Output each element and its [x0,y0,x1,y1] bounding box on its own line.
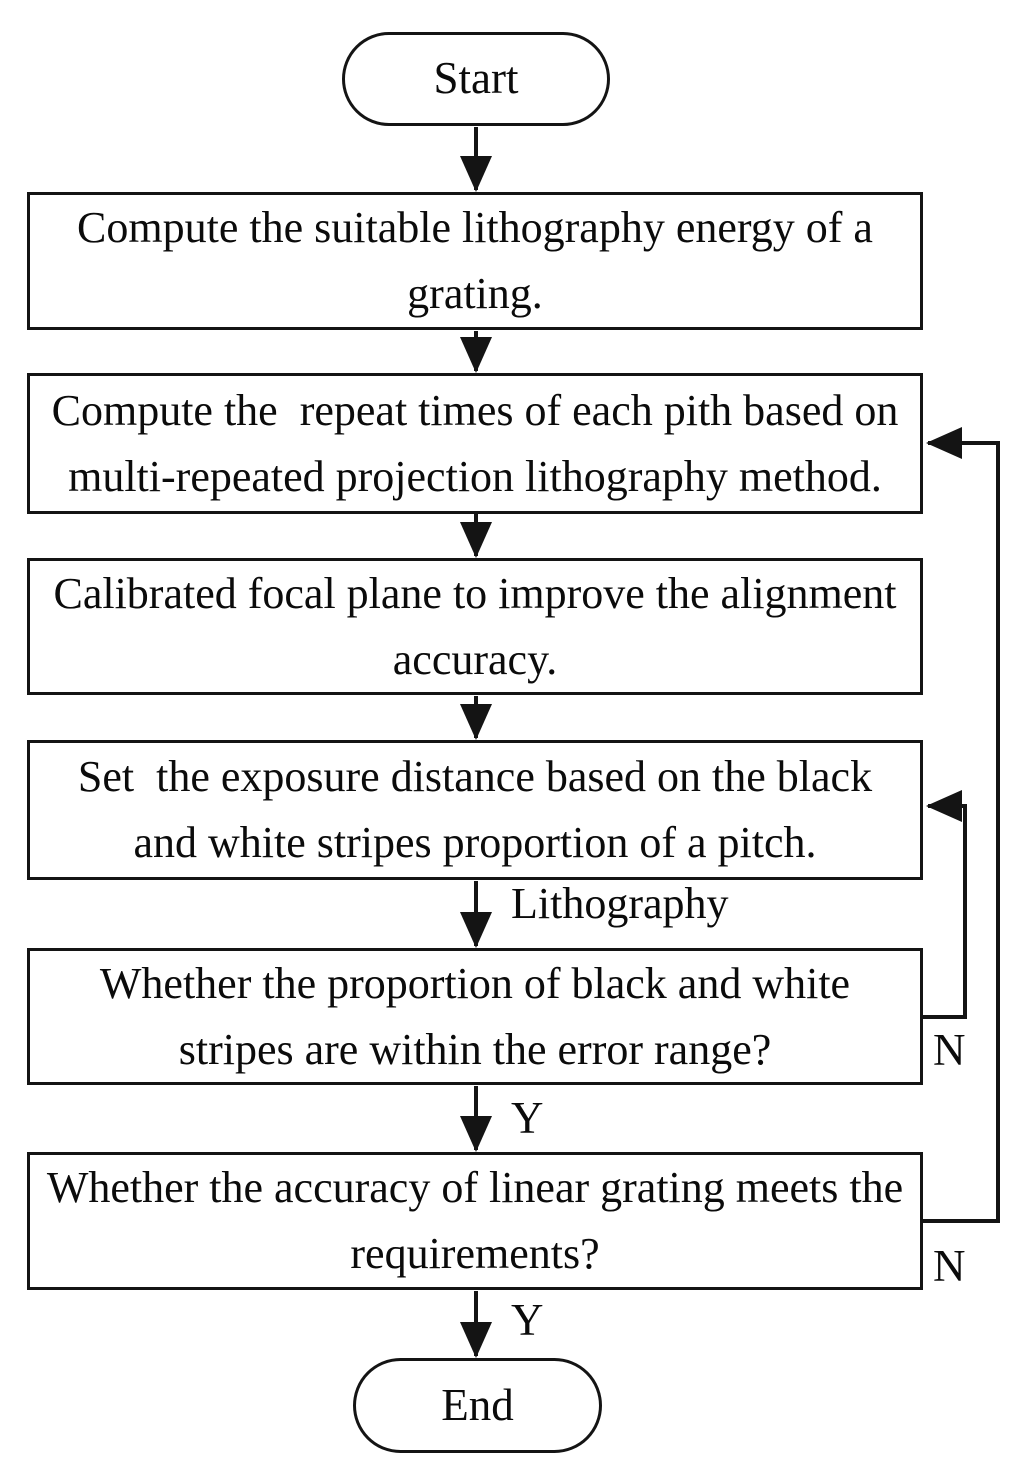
edge-label-yes-proportion: Y [511,1093,544,1143]
node-set-exposure-distance: Set the exposure distance based on the b… [27,740,923,880]
edge-no-loop-to-set-exposure [921,790,967,1019]
edge-label-no-accuracy: N [933,1241,966,1291]
node-compute-repeat-times-label: Compute the repeat times of each pith ba… [51,385,910,501]
node-calibrate-focal-plane: Calibrated focal plane to improve the al… [27,558,923,695]
node-calibrate-focal-plane-label: Calibrated focal plane to improve the al… [53,568,908,684]
edge-label-no-proportion: N [933,1025,966,1075]
node-check-grating-accuracy: Whether the accuracy of linear grating m… [27,1152,923,1290]
edge-no-loop-to-compute-repeat [921,427,1000,1223]
node-start-label: Start [433,53,519,104]
node-set-exposure-distance-label: Set the exposure distance based on the b… [77,752,884,867]
node-end: End [353,1358,602,1453]
node-check-stripe-proportion: Whether the proportion of black and whit… [27,948,923,1085]
node-end-label: End [441,1379,514,1430]
node-compute-repeat-times: Compute the repeat times of each pith ba… [27,373,923,514]
node-compute-energy: Compute the suitable lithography energy … [27,192,923,330]
node-check-grating-accuracy-label: Whether the accuracy of linear grating m… [46,1163,915,1278]
node-start: Start [342,32,610,126]
node-check-stripe-proportion-label: Whether the proportion of black and whit… [99,958,862,1074]
edge-label-lithography: Lithography [511,879,729,928]
edge-label-yes-accuracy: Y [511,1295,544,1345]
node-compute-energy-label: Compute the suitable lithography energy … [77,203,884,318]
